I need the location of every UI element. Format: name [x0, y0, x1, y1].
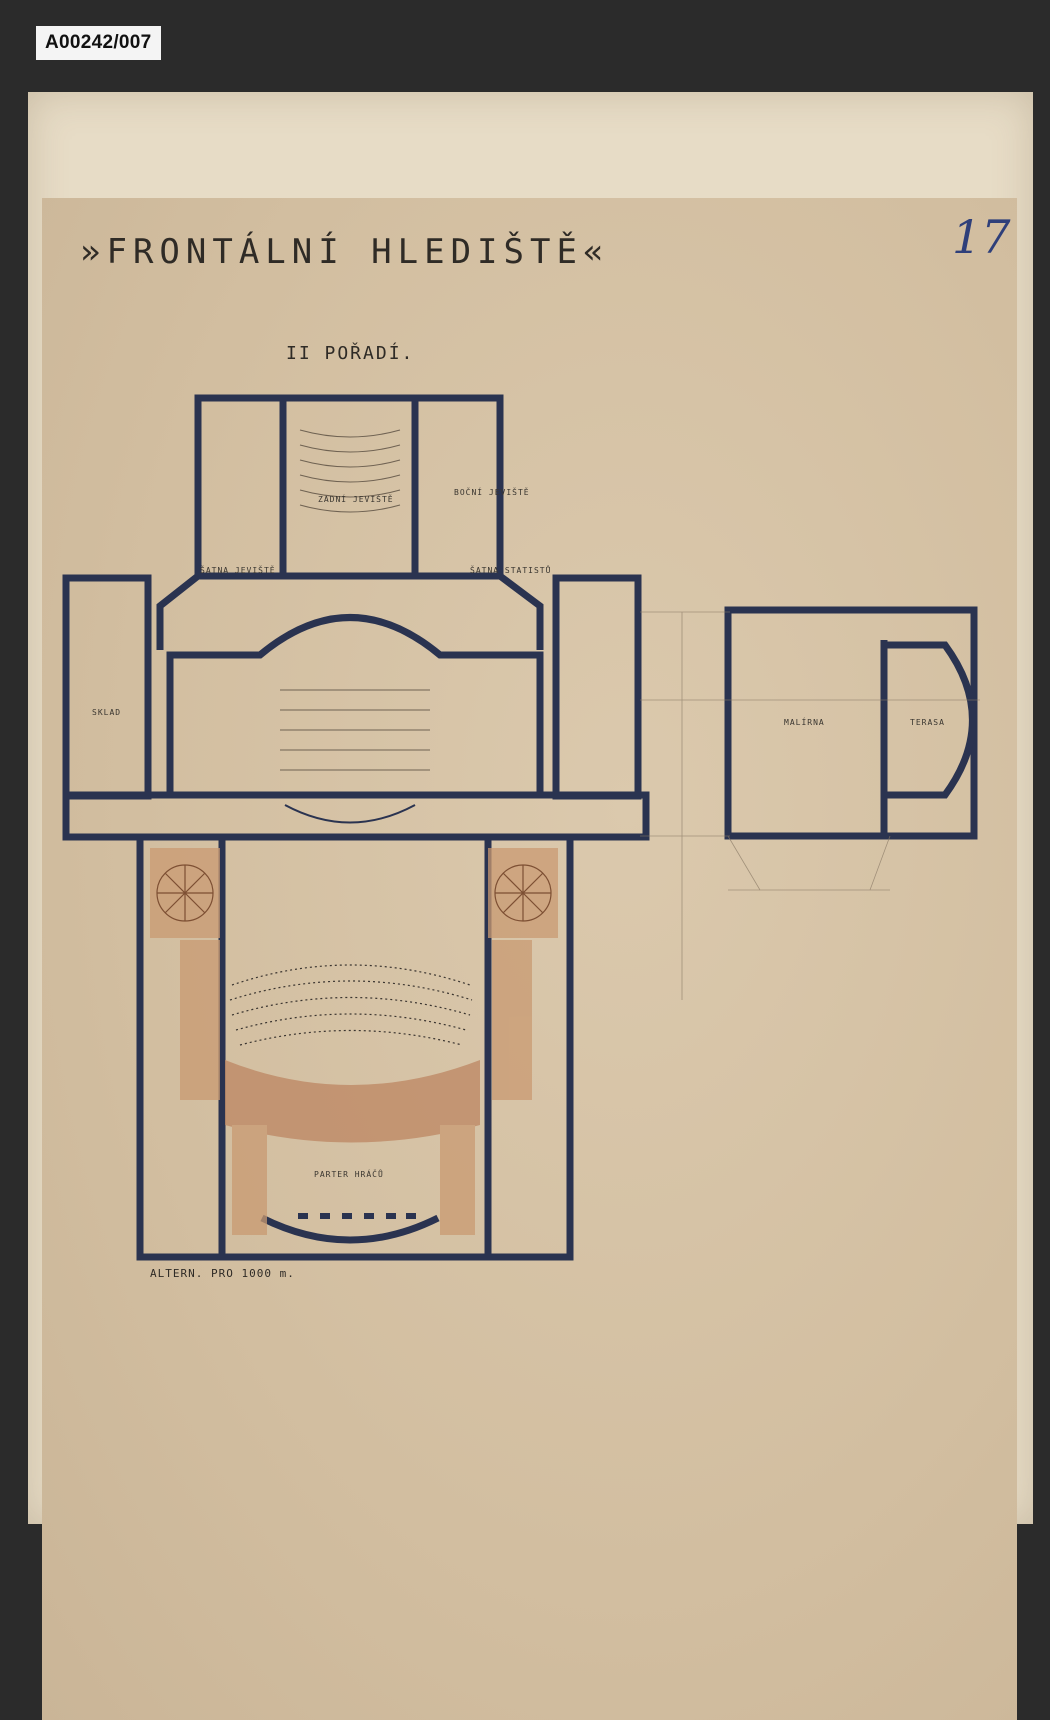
- parterre-curve: [260, 1214, 440, 1244]
- drawing-subtitle: II POŘADÍ.: [286, 343, 415, 364]
- drawing-title: »FRONTÁLNÍ HLEDIŠTĚ«: [80, 232, 610, 272]
- cross-corridor: [62, 791, 650, 841]
- room-label-left-wing: ŠATNA JEVIŠTĚ: [200, 566, 276, 575]
- stage-hall-outline: [166, 614, 544, 799]
- stage-tower-outline: [194, 394, 504, 580]
- archive-id-label: A00242/007: [36, 26, 161, 60]
- annex-apse: [884, 641, 976, 799]
- room-label-annex-left: MALÍRNA: [784, 718, 825, 727]
- left-pavilion: [62, 574, 152, 800]
- room-label-upper-stage: ZADNÍ JEVIŠTĚ: [318, 495, 394, 504]
- right-wing-wall: [497, 573, 544, 650]
- left-wing-wall: [156, 573, 201, 650]
- right-pavilion: [552, 574, 642, 800]
- room-label-left-side: SKLAD: [92, 708, 122, 717]
- room-label-stage-right: BOČNÍ JEVIŠTĚ: [454, 488, 530, 497]
- room-label-annex-right: TERASA: [910, 718, 945, 727]
- auditorium-outline: [136, 833, 574, 1261]
- room-label-right-wing: ŠATNA STATISTŮ: [470, 566, 552, 575]
- sheet-number: 17: [952, 210, 1011, 264]
- room-label-parterre: PARTER HRÁČŮ: [314, 1170, 384, 1179]
- drawing-caption: ALTERN. PRO 1000 m.: [150, 1267, 295, 1280]
- floor-plan-drawing: [62, 394, 980, 1261]
